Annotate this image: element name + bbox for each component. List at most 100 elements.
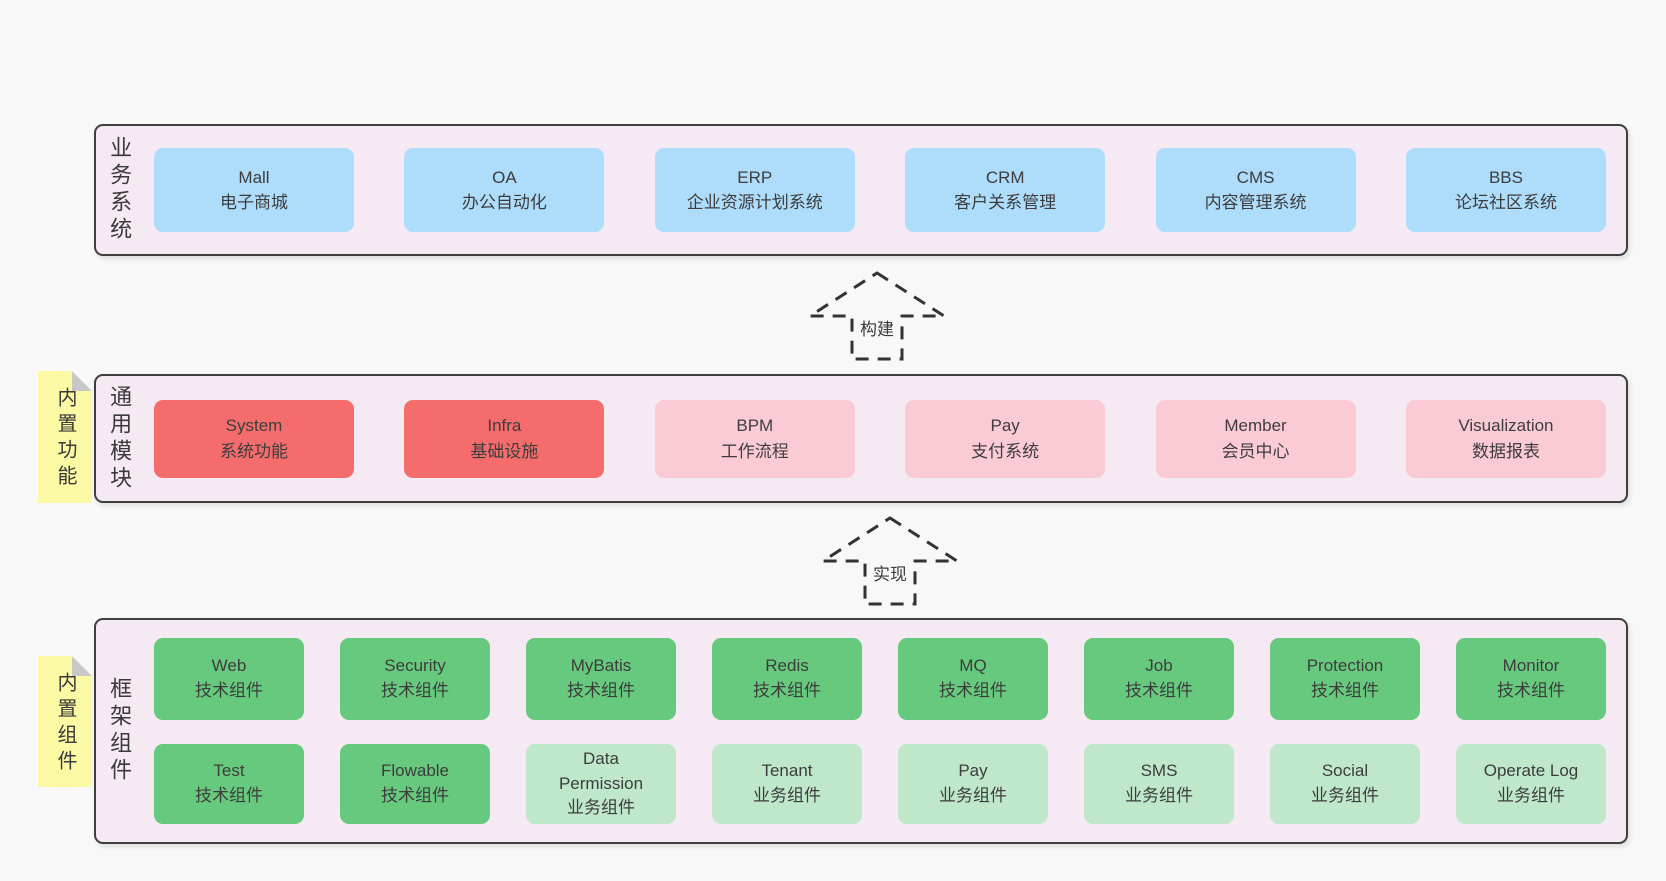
box-subtitle: 办公自动化 (461, 193, 547, 212)
box-member: Member 会员中心 (1155, 399, 1356, 478)
business-items: Mall 电子商城 OA 办公自动化 ERP 企业资源计划系统 CRM 客户关系… (154, 126, 1606, 254)
box-subtitle: 技术组件 (381, 681, 449, 700)
box-subtitle: 技术组件 (195, 786, 263, 805)
box-sms: SMS 业务组件 (1084, 744, 1234, 824)
box-subtitle: 客户关系管理 (954, 193, 1057, 212)
box-subtitle: 工作流程 (720, 441, 789, 461)
common-modules-panel: 通用模块 System 系统功能 Infra 基础设施 BPM 工作流程 Pay… (94, 374, 1628, 503)
framework-row-1: Web 技术组件 Security 技术组件 MyBatis 技术组件 Redi… (154, 638, 1606, 720)
box-title: Flowable (380, 761, 450, 781)
box-title: MyBatis (570, 656, 632, 676)
panel-label-modules: 通用模块 (107, 384, 133, 493)
box-subtitle: 业务组件 (1125, 786, 1193, 805)
box-subtitle: 技术组件 (195, 681, 263, 700)
box-system: System 系统功能 (154, 399, 354, 478)
box-pay-component: Pay 业务组件 (898, 744, 1048, 824)
box-title: Security (384, 656, 446, 676)
box-subtitle: 技术组件 (1497, 681, 1565, 700)
box-protection: Protection 技术组件 (1270, 638, 1420, 720)
box-subtitle: 技术组件 (1311, 681, 1379, 700)
box-mybatis: MyBatis 技术组件 (526, 638, 676, 720)
box-subtitle: 技术组件 (939, 681, 1007, 700)
box-title: Test (213, 761, 245, 781)
box-tenant: Tenant 业务组件 (712, 744, 862, 824)
box-web: Web 技术组件 (154, 638, 304, 720)
box-title: CRM (985, 167, 1025, 187)
box-visualization: Visualization 数据报表 (1405, 399, 1606, 478)
box-mq: MQ 技术组件 (898, 638, 1048, 720)
box-title: MQ (959, 656, 987, 676)
box-flowable: Flowable 技术组件 (340, 744, 490, 824)
box-erp: ERP 企业资源计划系统 (654, 148, 855, 232)
box-title: ERP (737, 167, 773, 187)
framework-components-panel: 框架组件 Web 技术组件 Security 技术组件 MyBatis 技术组件… (94, 618, 1628, 844)
box-title: Pay (958, 761, 988, 781)
sticky-note-builtin-components: 内置组件 (38, 656, 92, 787)
box-cms: CMS 内容管理系统 (1155, 148, 1356, 232)
box-subtitle: 数据报表 (1471, 441, 1540, 461)
box-infra: Infra 基础设施 (404, 399, 605, 478)
framework-row-2: Test 技术组件 Flowable 技术组件 Data Permission … (154, 744, 1606, 824)
box-subtitle: 电子商城 (220, 193, 288, 212)
box-title: Social (1321, 761, 1369, 781)
box-security: Security 技术组件 (340, 638, 490, 720)
box-bpm: BPM 工作流程 (654, 399, 855, 478)
box-title: BBS (1488, 167, 1523, 187)
box-subtitle: 业务组件 (1311, 786, 1379, 805)
box-subtitle: 基础设施 (470, 441, 539, 461)
module-items: System 系统功能 Infra 基础设施 BPM 工作流程 Pay 支付系统… (154, 376, 1606, 501)
box-social: Social 业务组件 (1270, 744, 1420, 824)
box-subtitle: 业务组件 (1497, 786, 1565, 805)
box-subtitle: 技术组件 (381, 786, 449, 805)
box-subtitle: 会员中心 (1221, 441, 1290, 461)
box-title: Job (1145, 656, 1173, 676)
build-arrow: 构建 (802, 270, 952, 362)
box-subtitle: 论坛社区系统 (1454, 193, 1557, 212)
panel-label-business: 业务系统 (107, 136, 133, 244)
box-title: OA (492, 167, 517, 187)
box-subtitle: 业务组件 (567, 798, 635, 818)
box-oa: OA 办公自动化 (404, 148, 605, 232)
arrow-label: 实现 (869, 559, 911, 586)
box-subtitle: 技术组件 (1125, 681, 1193, 700)
box-crm: CRM 客户关系管理 (905, 148, 1106, 232)
box-subtitle: 业务组件 (753, 786, 821, 805)
box-title: SMS (1140, 761, 1178, 781)
note-text: 内置功能 (54, 387, 76, 491)
box-monitor: Monitor 技术组件 (1456, 638, 1606, 720)
box-title: Mall (238, 167, 270, 187)
box-title: Pay (990, 416, 1020, 435)
box-job: Job 技术组件 (1084, 638, 1234, 720)
box-subtitle: 内容管理系统 (1204, 193, 1307, 212)
box-title: Data Permission (558, 749, 644, 793)
up-arrow-icon (817, 516, 963, 606)
box-title: Tenant (761, 761, 813, 781)
box-title: Monitor (1502, 656, 1560, 676)
box-subtitle: 技术组件 (567, 681, 635, 700)
box-bbs: BBS 论坛社区系统 (1405, 148, 1606, 232)
box-pay-module: Pay 支付系统 (905, 399, 1106, 478)
up-arrow-icon (804, 271, 950, 361)
arrow-label: 构建 (856, 314, 898, 341)
box-subtitle: 系统功能 (220, 441, 288, 461)
business-systems-panel: 业务系统 Mall 电子商城 OA 办公自动化 ERP 企业资源计划系统 CRM… (94, 124, 1628, 256)
box-test: Test 技术组件 (154, 744, 304, 824)
box-title: Operate Log (1483, 761, 1579, 781)
box-title: Web (211, 656, 247, 676)
framework-rows: Web 技术组件 Security 技术组件 MyBatis 技术组件 Redi… (154, 620, 1606, 842)
box-title: BPM (736, 416, 774, 435)
box-title: Protection (1306, 656, 1384, 676)
implement-arrow: 实现 (815, 515, 965, 607)
box-title: Redis (765, 656, 809, 676)
box-title: Visualization (1458, 416, 1554, 435)
sticky-note-builtin-features: 内置功能 (38, 371, 92, 503)
box-subtitle: 技术组件 (753, 681, 821, 700)
box-subtitle: 支付系统 (971, 441, 1040, 461)
box-title: CMS (1236, 167, 1275, 187)
box-title: Member (1224, 416, 1287, 435)
panel-label-framework: 框架组件 (107, 677, 133, 785)
note-text: 内置组件 (54, 672, 76, 776)
box-subtitle: 企业资源计划系统 (686, 193, 823, 212)
box-subtitle: 业务组件 (939, 786, 1007, 805)
